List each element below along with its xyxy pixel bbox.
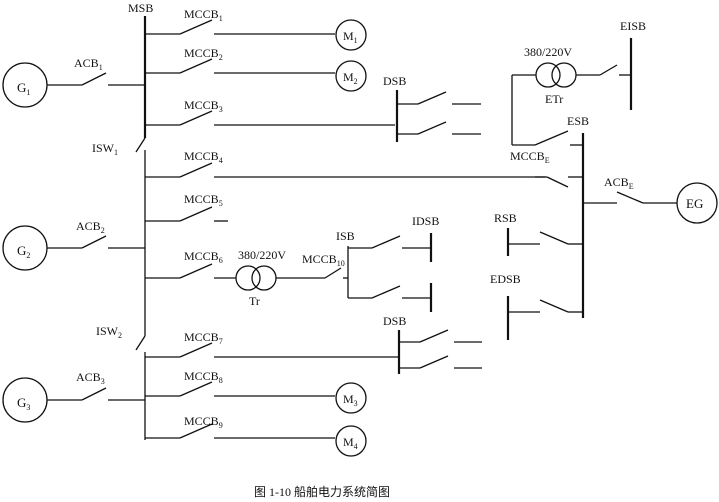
svg-text:380/220V: 380/220V — [524, 45, 572, 59]
transformer-tr: 380/220V Tr — [235, 248, 325, 308]
svg-text:MSB: MSB — [128, 1, 153, 15]
svg-text:ACB1: ACB1 — [74, 56, 103, 72]
mccb9-feeder: MCCB9 — [145, 414, 335, 439]
svg-text:MCCB10: MCCB10 — [302, 252, 345, 268]
svg-text:EISB: EISB — [620, 19, 646, 33]
acb2-breaker: ACB2 — [47, 219, 145, 249]
mccb2-feeder: MCCB2 — [145, 46, 335, 74]
svg-text:EDSB: EDSB — [490, 272, 521, 286]
isb-bus: ISB — [336, 229, 430, 299]
svg-text:MCCB6: MCCB6 — [184, 249, 223, 265]
motor-m2: M2 — [335, 60, 367, 92]
svg-text:G1: G1 — [17, 80, 30, 97]
svg-text:DSB: DSB — [383, 74, 406, 88]
acb-e-breaker: ACBE — [583, 175, 677, 204]
svg-text:G3: G3 — [17, 395, 30, 412]
svg-text:380/220V: 380/220V — [238, 248, 286, 262]
svg-text:ACB2: ACB2 — [76, 219, 105, 235]
svg-text:MCCB3: MCCB3 — [184, 98, 223, 114]
mccb5-feeder: MCCB5 — [145, 192, 228, 222]
svg-text:MCCB8: MCCB8 — [184, 369, 223, 385]
svg-text:RSB: RSB — [494, 211, 517, 225]
svg-text:M4: M4 — [343, 435, 358, 451]
svg-text:ACB3: ACB3 — [76, 370, 105, 386]
svg-text:ESB: ESB — [567, 114, 589, 128]
svg-text:ISW1: ISW1 — [92, 141, 118, 157]
svg-text:MCCB7: MCCB7 — [184, 330, 223, 346]
motor-m3: M3 — [335, 382, 367, 414]
isw2-switch: ISW2 — [96, 318, 146, 351]
svg-text:EG: EG — [686, 196, 703, 211]
svg-text:Tr: Tr — [249, 294, 260, 308]
svg-text:MCCB9: MCCB9 — [184, 414, 223, 430]
generator-g1: G1 — [2, 62, 48, 108]
mccb4-feeder: MCCB4 — [145, 149, 545, 178]
generator-g3: G3 — [2, 377, 48, 423]
isw1-switch: ISW1 — [92, 137, 146, 157]
mccb10-breaker: MCCB10 — [302, 252, 348, 279]
mccb6-feeder: MCCB6 — [145, 249, 236, 279]
svg-text:MCCBE: MCCBE — [510, 149, 550, 165]
svg-text:DSB: DSB — [383, 314, 406, 328]
svg-text:IDSB: IDSB — [412, 214, 439, 228]
motor-m4: M4 — [335, 425, 367, 457]
svg-text:MCCB1: MCCB1 — [184, 7, 223, 23]
edsb-bus: EDSB — [490, 272, 583, 340]
svg-text:ISW2: ISW2 — [96, 324, 122, 340]
svg-text:M2: M2 — [343, 70, 358, 86]
svg-text:ETr: ETr — [545, 92, 563, 106]
mccb3-feeder: MCCB3 — [145, 98, 395, 126]
generator-g2: G2 — [2, 225, 48, 271]
svg-text:MCCB5: MCCB5 — [184, 192, 223, 208]
acb3-breaker: ACB3 — [47, 370, 145, 401]
generator-eg: EG — [676, 182, 718, 224]
dsb-upper: DSB — [383, 74, 481, 142]
motor-m1: M1 — [335, 19, 367, 51]
figure-caption: 图 1-10 船舶电力系统简图 — [254, 484, 390, 499]
transformer-etr: 380/220V ETr — [511, 45, 631, 146]
svg-text:M1: M1 — [343, 29, 358, 45]
esb-bus: ESB — [567, 114, 589, 318]
mccb-e-tie: MCCBE — [510, 149, 583, 188]
mccb1-feeder: MCCB1 — [145, 7, 335, 35]
mccb8-feeder: MCCB8 — [145, 369, 335, 397]
mccb7-feeder: MCCB7 — [145, 330, 398, 358]
svg-text:MCCB4: MCCB4 — [184, 149, 223, 165]
dsb-lower: DSB — [383, 314, 482, 374]
svg-text:M3: M3 — [343, 392, 358, 408]
rsb-bus: RSB — [494, 211, 583, 256]
acb1-breaker: ACB1 — [47, 56, 145, 86]
idsb-bus: IDSB — [412, 214, 439, 312]
svg-text:G2: G2 — [17, 243, 30, 260]
svg-text:ISB: ISB — [336, 229, 355, 243]
svg-text:MCCB2: MCCB2 — [184, 46, 223, 62]
svg-text:ACBE: ACBE — [604, 175, 634, 191]
eisb-bus: EISB — [620, 19, 646, 110]
